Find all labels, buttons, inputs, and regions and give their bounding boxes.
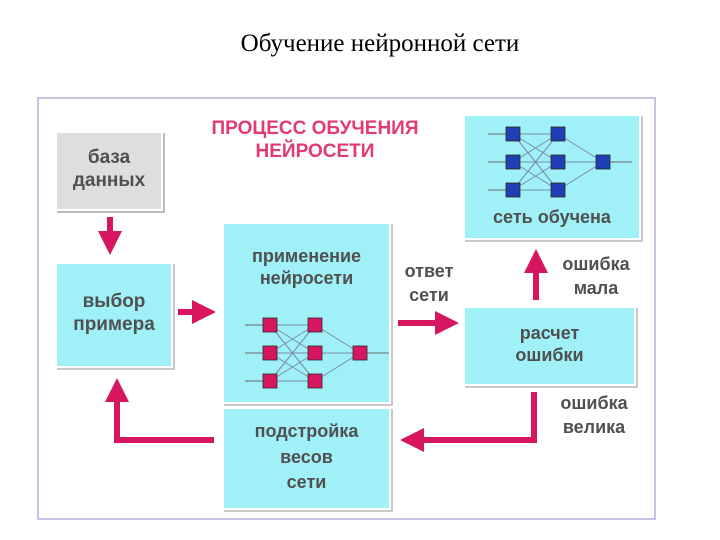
error-large-label-2: велика (562, 416, 626, 437)
database-label-1: база (87, 147, 131, 168)
network-node-icon (505, 154, 521, 170)
answer-label-1: ответ (404, 261, 454, 281)
error-small-label: ошибка мала (548, 254, 644, 298)
select-label-2: примера (73, 313, 155, 335)
network-node-icon (550, 126, 566, 142)
error-large-label-1: ошибка (560, 393, 628, 413)
arrow-calc-to-adjust (400, 392, 537, 452)
adjust-label-3: сети (286, 472, 327, 493)
adjust-label-2: весов (280, 446, 333, 467)
trained-network-icon (488, 126, 632, 198)
trained-label: сеть обучена (493, 207, 611, 227)
database-box: база данных (55, 131, 163, 211)
select-label-1: выбор (82, 291, 146, 312)
select-example-box: выбор примера (55, 262, 173, 368)
slide-title: Обучение нейронной сети (240, 30, 520, 57)
calc-error-box: расчет ошибки (463, 306, 636, 386)
network-node-icon (505, 182, 521, 198)
database-label-2: данных (72, 169, 146, 191)
calc-label-2: ошибки (515, 344, 584, 365)
error-small-label-1: ошибка (562, 254, 630, 274)
network-node-icon (550, 154, 566, 170)
apply-network-icon (245, 317, 389, 389)
answer-label-2: сети (409, 284, 449, 305)
network-node-icon (307, 317, 323, 333)
network-node-icon (505, 126, 521, 142)
diagram-heading: ПРОЦЕСС ОБУЧЕНИЯ НЕЙРОСЕТИ (180, 118, 450, 164)
network-node-icon (550, 182, 566, 198)
arrow-adjust-to-select (105, 378, 214, 443)
network-node-icon (262, 345, 278, 361)
error-small-label-2: мала (573, 277, 619, 298)
calc-label-1: расчет (519, 323, 580, 343)
adjust-weights-box: подстройка весов сети (222, 407, 391, 510)
apply-label-2: нейросети (259, 267, 354, 288)
network-node-icon (307, 373, 323, 389)
answer-label: ответ сети (393, 261, 465, 305)
heading-line-2: НЕЙРОСЕТИ (255, 140, 375, 162)
error-large-label: ошибка велика (546, 393, 642, 437)
network-node-icon (352, 345, 368, 361)
network-node-icon (262, 317, 278, 333)
network-node-icon (262, 373, 278, 389)
apply-network-box: применение нейросети (222, 222, 391, 404)
network-node-icon (595, 154, 611, 170)
network-node-icon (307, 345, 323, 361)
apply-label-1: применение (251, 246, 362, 266)
adjust-label-1: подстройка (254, 421, 359, 441)
heading-line-1: ПРОЦЕСС ОБУЧЕНИЯ (211, 118, 419, 139)
